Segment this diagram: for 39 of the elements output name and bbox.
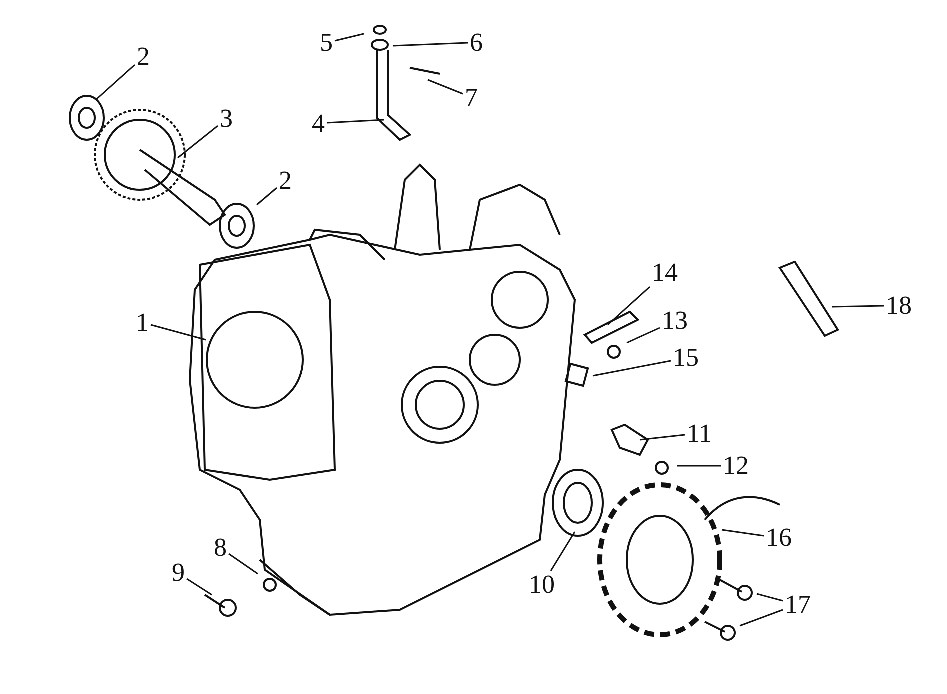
callout-number: 1 xyxy=(136,310,149,336)
leader-line xyxy=(150,324,206,341)
callout-number: 2 xyxy=(137,44,150,70)
callout-number: 3 xyxy=(220,106,233,132)
callout-number: 15 xyxy=(673,345,699,371)
leader-line xyxy=(186,578,212,596)
callout-number: 8 xyxy=(214,535,227,561)
leader-line xyxy=(228,553,258,575)
callout-number: 17 xyxy=(785,592,811,618)
callout-number: 6 xyxy=(470,30,483,56)
callout-number: 12 xyxy=(723,453,749,479)
leader-line xyxy=(428,79,464,95)
callout-number: 9 xyxy=(172,560,185,586)
leader-line xyxy=(640,434,686,441)
leader-line xyxy=(178,125,218,159)
callout-number: 18 xyxy=(886,293,912,319)
callout-number: 4 xyxy=(312,111,325,137)
leader-line xyxy=(832,305,884,308)
leader-line xyxy=(740,609,784,627)
leader-line xyxy=(626,327,660,344)
leader-line xyxy=(256,187,278,206)
leader-line xyxy=(592,360,672,377)
leader-line xyxy=(722,529,764,537)
leader-line xyxy=(326,119,384,124)
leader-line xyxy=(756,593,784,602)
leader-line xyxy=(677,465,721,467)
callout-number: 16 xyxy=(766,525,792,551)
callout-number: 13 xyxy=(662,308,688,334)
leader-line xyxy=(334,33,364,42)
leader-line xyxy=(550,532,576,572)
callout-number: 5 xyxy=(320,30,333,56)
callout-number: 2 xyxy=(279,168,292,194)
callout-number: 10 xyxy=(529,572,555,598)
callout-number: 7 xyxy=(465,85,478,111)
leader-line xyxy=(392,42,468,47)
callout-number: 11 xyxy=(687,421,712,447)
leader-line xyxy=(96,64,136,101)
leader-line xyxy=(608,286,650,326)
callout-number: 14 xyxy=(652,260,678,286)
